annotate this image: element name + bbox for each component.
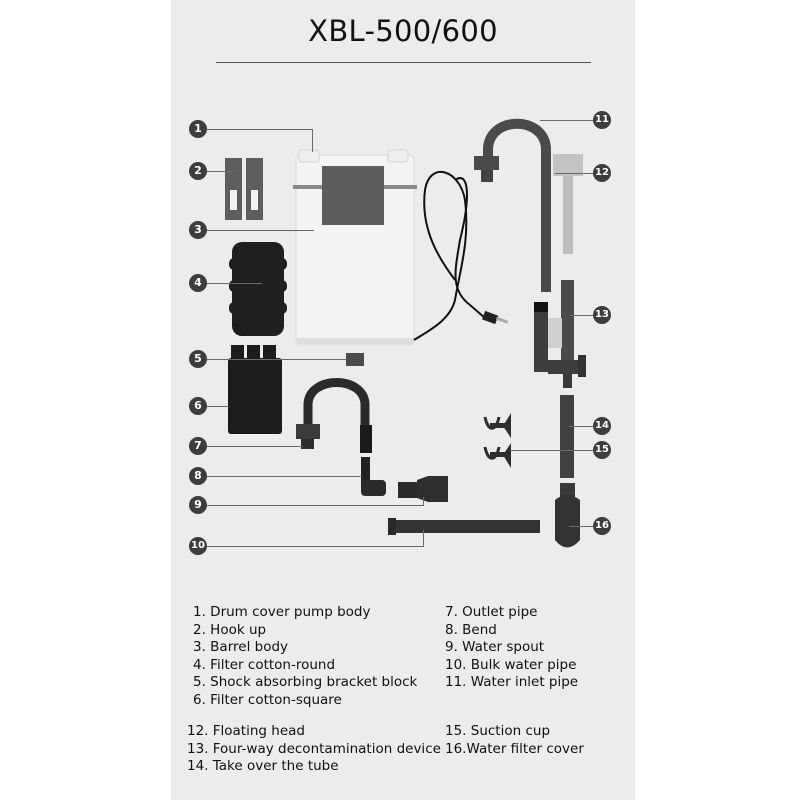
leader-line-5 — [207, 359, 347, 360]
filter-barrel-body — [293, 149, 417, 346]
callout-5: 5 — [189, 350, 207, 368]
callout-7: 7 — [189, 437, 207, 455]
legend-item: 8. Bend — [445, 621, 497, 638]
page-title: XBL-500/600 — [308, 14, 498, 48]
hook-up-parts — [225, 158, 263, 220]
legend-group1-right: 7. Outlet pipe 8. Bend 9. Water spout 10… — [445, 604, 578, 692]
legend-item: 16.Water filter cover — [445, 740, 584, 757]
leader-line-1 — [207, 129, 313, 130]
legend-item: 6. Filter cotton-square — [193, 691, 342, 708]
take-over-tube — [560, 395, 574, 478]
legend-group1-left: 1. Drum cover pump body 2. Hook up 3. Ba… — [193, 604, 417, 710]
leader-line-15 — [510, 450, 595, 451]
leader-line-7 — [207, 446, 303, 447]
callout-16: 16 — [593, 517, 611, 535]
callout-10: 10 — [189, 537, 207, 555]
leader-line-16 — [569, 526, 595, 527]
callout-8: 8 — [189, 467, 207, 485]
bend-part — [361, 457, 386, 496]
callout-15: 15 — [593, 441, 611, 459]
leader-line-3 — [207, 230, 314, 231]
leader-line-4 — [207, 283, 262, 284]
callout-6: 6 — [189, 397, 207, 415]
leader-line-1b — [312, 129, 313, 152]
legend-item: 13. Four-way decontamination device — [187, 740, 441, 757]
legend-group2-right: 15. Suction cup 16.Water filter cover — [445, 723, 584, 758]
legend-item: 9. Water spout — [445, 639, 545, 656]
leader-line-11 — [540, 120, 595, 121]
leader-line-10b — [423, 530, 424, 547]
legend-item: 15. Suction cup — [445, 723, 551, 739]
leader-line-14 — [569, 426, 595, 427]
filter-cotton-square — [228, 345, 282, 434]
leader-line-6 — [207, 406, 229, 407]
water-spout — [398, 476, 448, 502]
leader-line-13 — [569, 315, 595, 316]
legend-item: 5. Shock absorbing bracket block — [193, 674, 418, 691]
water-filter-cover — [555, 483, 580, 548]
water-inlet-pipe — [474, 118, 551, 292]
callout-13: 13 — [593, 306, 611, 324]
legend-item: 2. Hook up — [193, 621, 267, 638]
outlet-pipe — [296, 378, 372, 453]
legend-item: 11. Water inlet pipe — [445, 674, 579, 691]
four-way-decontamination-device — [534, 280, 586, 388]
title-divider — [216, 62, 591, 63]
legend-item: 1. Drum cover pump body — [193, 604, 371, 620]
callout-4: 4 — [189, 274, 207, 292]
bulk-water-pipe — [388, 518, 540, 535]
callout-2: 2 — [189, 162, 207, 180]
callout-14: 14 — [593, 417, 611, 435]
power-cord — [413, 170, 509, 341]
legend-item: 14. Take over the tube — [187, 758, 339, 775]
callout-3: 3 — [189, 221, 207, 239]
leader-line-12 — [555, 173, 595, 174]
callout-9: 9 — [189, 496, 207, 514]
legend-item: 12. Floating head — [187, 723, 305, 739]
leader-line-8 — [207, 476, 362, 477]
filter-cotton-round — [229, 242, 287, 336]
shock-absorbing-block — [346, 353, 364, 366]
legend-item: 10. Bulk water pipe — [445, 656, 577, 673]
leader-line-2 — [207, 171, 235, 172]
suction-cups — [483, 413, 511, 468]
leader-line-9b — [423, 497, 424, 506]
leader-line-10 — [207, 546, 424, 547]
leader-line-9 — [207, 505, 424, 506]
floating-head — [553, 154, 583, 254]
legend-item: 3. Barrel body — [193, 639, 289, 656]
legend-item: 4. Filter cotton-round — [193, 656, 336, 673]
legend-item: 7. Outlet pipe — [445, 604, 538, 620]
callout-11: 11 — [593, 111, 611, 129]
callout-12: 12 — [593, 164, 611, 182]
callout-1: 1 — [189, 120, 207, 138]
legend-group2-left: 12. Floating head 13. Four-way decontami… — [187, 723, 441, 776]
